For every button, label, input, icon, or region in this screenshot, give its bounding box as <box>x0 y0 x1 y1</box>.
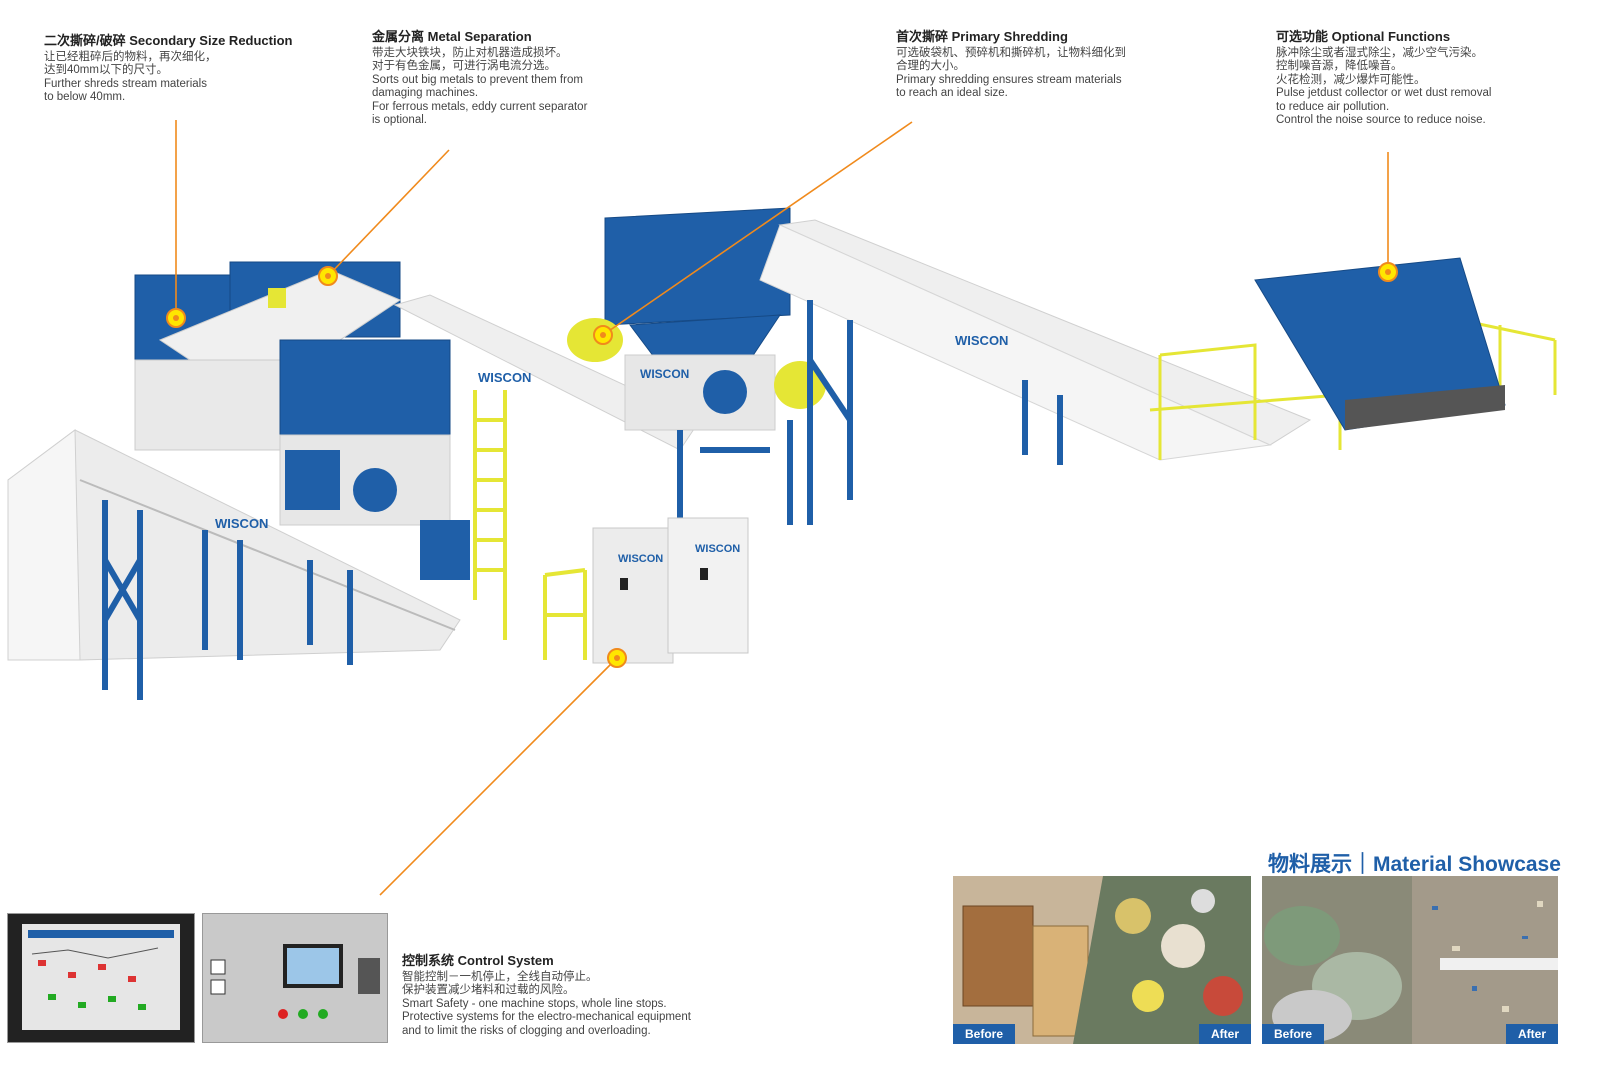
after-label: After <box>1198 1024 1251 1044</box>
callout-line: 达到40mm以下的尺寸。 <box>44 64 168 76</box>
callout-line: 合理的大小。 <box>896 60 965 72</box>
callout-line: 保护装置减少堵料和过载的风险。 <box>402 984 575 996</box>
receiving-hopper <box>1254 257 1506 431</box>
callout-line: Pulse jetdust collector or wet dust remo… <box>1276 87 1492 99</box>
conveyor-brand-logo: WISCON <box>478 370 531 385</box>
secondary-shredder <box>134 261 470 580</box>
callout-line: 控制噪音源，降低噪音。 <box>1276 60 1403 72</box>
callout-control-system: 控制系统 Control System 智能控制－一机停止，全线自动停止。 保护… <box>402 954 691 1038</box>
callout-line: Further shreds stream materials <box>44 77 207 90</box>
callout-line: damaging machines. <box>372 87 479 99</box>
callout-line: Control the noise source to reduce noise… <box>1276 114 1486 126</box>
callout-line: 火花检测，减少爆炸可能性。 <box>1276 73 1426 86</box>
infeed-supports <box>102 500 353 700</box>
callout-line: For ferrous metals, eddy current separat… <box>372 100 588 113</box>
control-panel-graphic <box>210 944 380 1019</box>
callout-line: 智能控制－一机停止，全线自动停止。 <box>402 970 598 983</box>
callout-line: 对于有色金属，可进行涡电流分选。 <box>372 60 556 72</box>
callout-line: Protective systems for the electro-mecha… <box>402 1011 691 1023</box>
callout-title: 首次撕碎 Primary Shredding <box>896 29 1068 44</box>
bagged-waste-photo <box>1262 876 1558 1044</box>
material-showcase-title: 物料展示｜Material Showcase <box>1268 853 1561 876</box>
control-panel-photo <box>202 913 388 1043</box>
conveyor-brand-logo: WISCON <box>215 516 268 531</box>
showcase-photo-2: Before After <box>1262 876 1558 1044</box>
callout-primary-shredding: 首次撕碎 Primary Shredding 可选破袋机、预碎机和撕碎机，让物料… <box>896 30 1126 101</box>
callout-line: 可选破袋机、预碎机和撕碎机，让物料细化到 <box>896 46 1126 59</box>
callout-line: 带走大块铁块，防止对机器造成损坏。 <box>372 46 568 59</box>
control-cabinets: WISCON WISCON <box>592 517 749 664</box>
primary-shredder: WISCON <box>567 207 826 431</box>
furniture-waste-photo <box>953 876 1251 1044</box>
callout-line: is optional. <box>372 114 427 126</box>
callout-optional-functions: 可选功能 Optional Functions 脉冲除尘或者湿式除尘，减少空气污… <box>1276 30 1491 128</box>
leader-metal <box>327 149 450 277</box>
callout-line: and to limit the risks of clogging and o… <box>402 1024 651 1037</box>
conveyor-brand-logo: WISCON <box>955 333 1008 348</box>
callout-line: to reach an ideal size. <box>896 87 1008 99</box>
main-conveyor-supports <box>807 300 1063 525</box>
callout-line: 脉冲除尘或者湿式除尘，减少空气污染。 <box>1276 46 1483 59</box>
callout-title: 金属分离 Metal Separation <box>372 29 532 44</box>
callout-line: Primary shredding ensures stream materia… <box>896 73 1122 86</box>
callout-line: Smart Safety - one machine stops, whole … <box>402 997 667 1010</box>
transfer-conveyor: WISCON <box>393 294 701 451</box>
access-ladder <box>473 390 587 660</box>
cabinet-brand-logo: WISCON <box>695 543 740 555</box>
callout-leaders <box>175 120 1389 896</box>
callout-title: 控制系统 Control System <box>402 953 554 968</box>
leader-control <box>379 657 618 896</box>
callout-title: 可选功能 Optional Functions <box>1276 29 1451 44</box>
callout-secondary-size-reduction: 二次撕碎/破碎 Secondary Size Reduction 让已经粗碎后的… <box>44 34 293 105</box>
hmi-screen-graphic <box>22 924 180 1030</box>
callout-line: 让已经粗碎后的物料，再次细化， <box>44 50 217 63</box>
main-conveyor: WISCON <box>759 219 1312 461</box>
after-label: After <box>1505 1024 1558 1044</box>
leader-primary <box>602 121 913 336</box>
callout-line: Sorts out big metals to prevent them fro… <box>372 73 583 86</box>
before-label: Before <box>953 1024 1016 1044</box>
hmi-screen-photo <box>7 913 195 1043</box>
cabinet-brand-logo: WISCON <box>618 553 663 565</box>
before-label: Before <box>1262 1024 1325 1044</box>
callout-title: 二次撕碎/破碎 Secondary Size Reduction <box>44 33 293 48</box>
showcase-photo-1: Before After <box>953 876 1251 1044</box>
callout-metal-separation: 金属分离 Metal Separation 带走大块铁块，防止对机器造成损坏。 … <box>372 30 587 128</box>
shredder-brand-logo: WISCON <box>640 367 689 381</box>
callout-markers <box>166 262 1398 668</box>
callout-line: to reduce air pollution. <box>1276 100 1390 113</box>
callout-line: to below 40mm. <box>44 91 126 103</box>
